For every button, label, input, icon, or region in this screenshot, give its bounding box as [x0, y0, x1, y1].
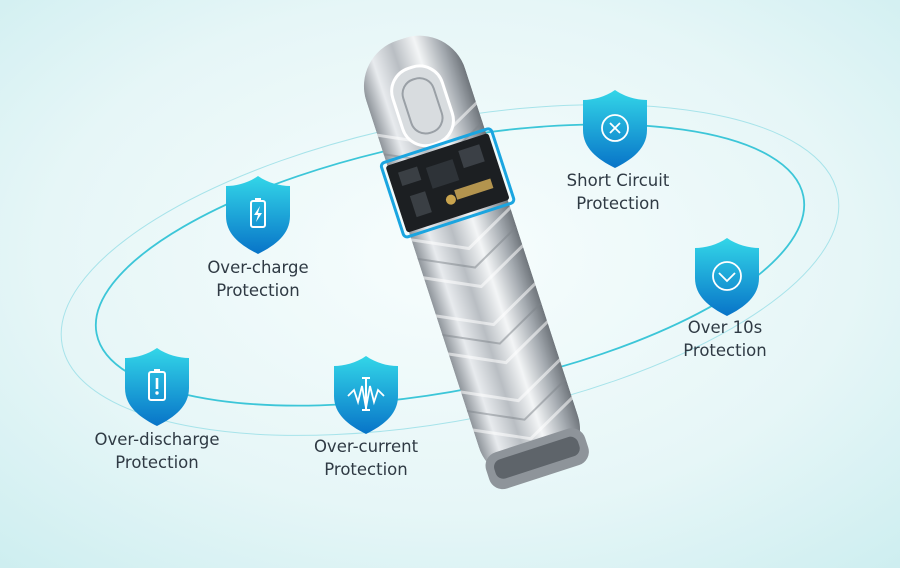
shield-shape [695, 238, 759, 316]
feature-line1: Over-current [313, 437, 419, 456]
shield-badge [695, 238, 759, 316]
feature-label-overcharge: Over-charge Protection [178, 256, 338, 302]
device-tube [351, 23, 593, 493]
feature-line1: Short Circuit [566, 171, 670, 190]
feature-label-over-10s: Over 10s Protection [645, 316, 805, 362]
feature-label-short-circuit: Short Circuit Protection [538, 169, 698, 215]
check-icon [712, 261, 742, 291]
feature-line2: Protection [576, 194, 660, 213]
battery-charge-icon [250, 198, 266, 228]
feature-line2: Protection [324, 460, 408, 479]
shield-badge [125, 348, 189, 426]
feature-label-overdischarge: Over-discharge Protection [77, 428, 237, 474]
feature-line1: Over-charge [207, 258, 309, 277]
feature-line2: Protection [683, 341, 767, 360]
feature-line1: Over 10s [687, 318, 763, 337]
current-wave-icon [347, 377, 385, 411]
shield-badge [583, 90, 647, 168]
battery-alert-icon [148, 369, 166, 401]
fire-button [390, 64, 455, 148]
shield-badge [334, 356, 398, 434]
shield-badge [226, 176, 290, 254]
circuit-board [379, 127, 516, 239]
feature-line2: Protection [115, 453, 199, 472]
close-icon [601, 114, 629, 142]
feature-label-overcurrent: Over-current Protection [286, 435, 446, 481]
feature-line1: Over-discharge [94, 430, 220, 449]
feature-line2: Protection [216, 281, 300, 300]
